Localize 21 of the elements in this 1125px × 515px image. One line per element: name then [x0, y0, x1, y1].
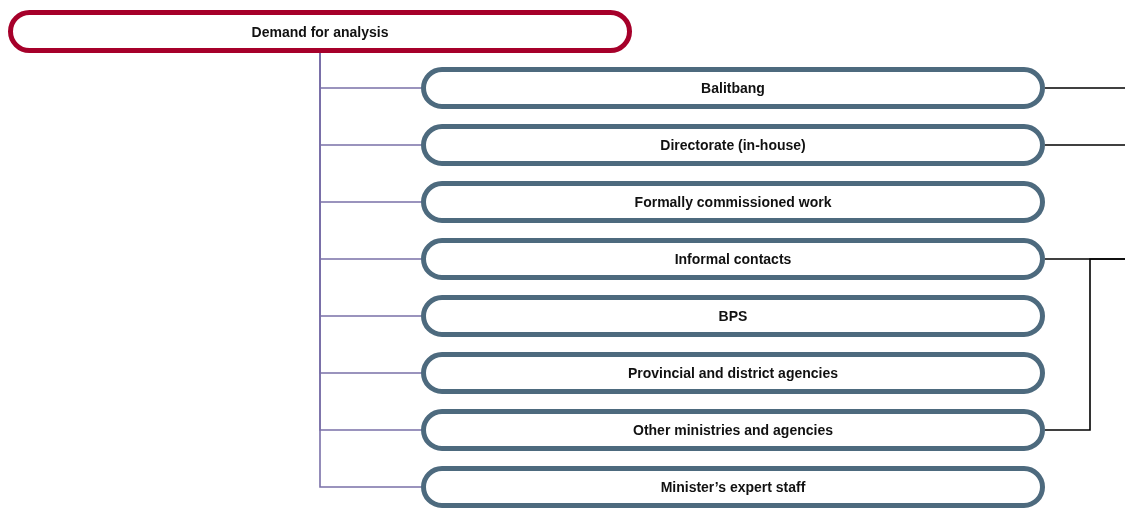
node-label: Minister’s expert staff	[660, 479, 806, 495]
connector-line	[1044, 144, 1125, 146]
rounded-box	[421, 409, 1045, 451]
connector-line	[1044, 258, 1125, 431]
rounded-box	[421, 67, 1045, 109]
rounded-box	[421, 295, 1045, 337]
rounded-box	[421, 238, 1045, 280]
node-label: Directorate (in-house)	[660, 137, 806, 153]
rounded-box	[421, 466, 1045, 508]
node-label: Provincial and district agencies	[627, 365, 839, 381]
rounded-box	[8, 10, 632, 53]
node-label: Informal contacts	[674, 251, 792, 267]
rounded-box	[421, 181, 1045, 223]
node-label: Balitbang	[701, 80, 765, 96]
rounded-box	[421, 352, 1045, 394]
connector-line	[1044, 87, 1125, 89]
node-label: Other ministries and agencies	[633, 422, 833, 438]
rounded-box	[421, 124, 1045, 166]
node-label: Formally commissioned work	[634, 194, 832, 210]
node-label: BPS	[718, 308, 748, 324]
node-label: Demand for analysis	[251, 23, 389, 40]
